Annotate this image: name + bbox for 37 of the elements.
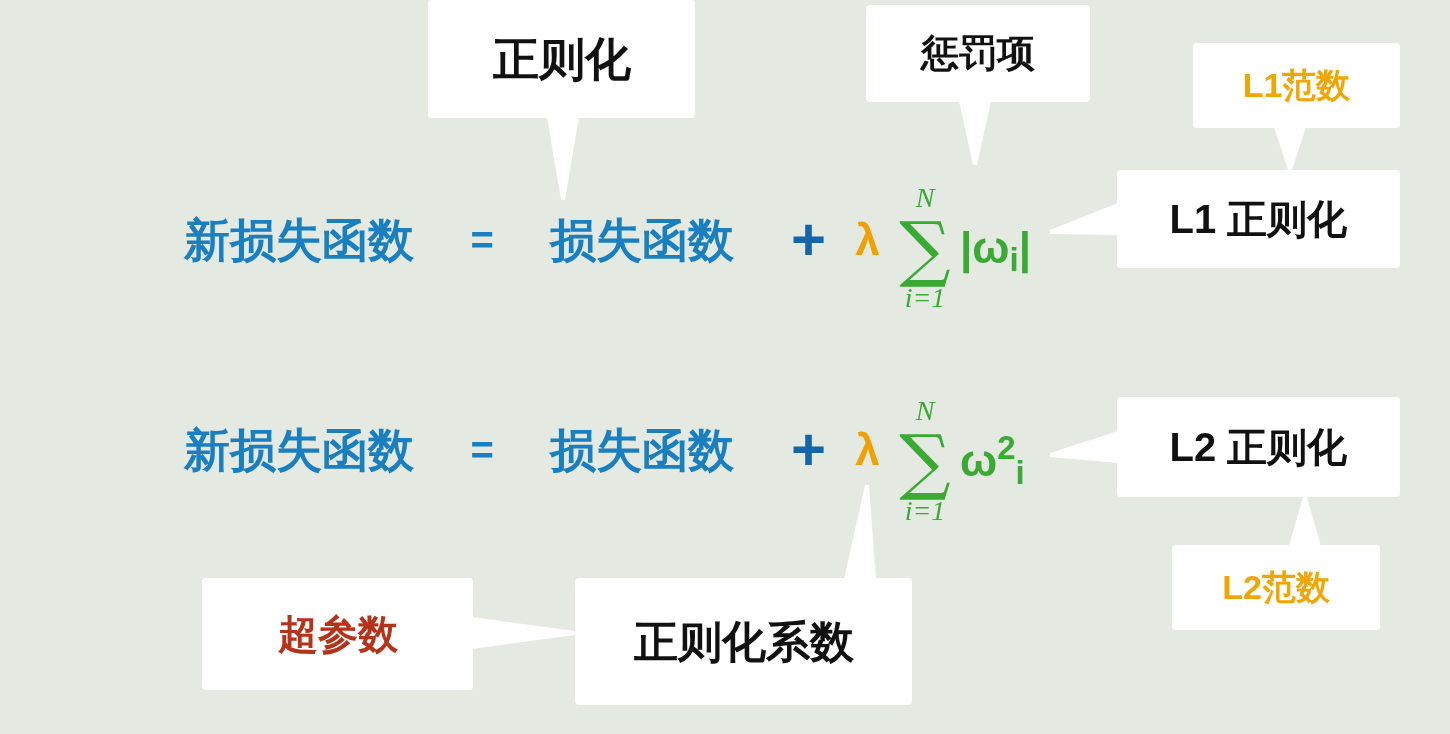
callout-text: 正则化 [492,31,631,87]
callout-box [1172,545,1380,630]
callout-pointer [1274,127,1306,170]
callout-text: L1范数 [1242,65,1351,106]
callout-box [1117,397,1400,497]
callout-text: L2范数 [1222,567,1330,608]
callout-box [1193,43,1400,128]
operator-symbol: = [470,427,494,474]
operator-symbol: + [790,420,826,480]
callout-pointer [959,101,991,165]
callout-box [202,578,473,690]
formula-term: 损失函数 [550,422,735,478]
callout-box [428,0,695,118]
callout-box [866,5,1090,102]
callout-box [575,578,912,705]
operator-symbol: = [470,217,494,264]
operator-symbol: + [790,210,826,270]
callout-text: 惩罚项 [921,31,1035,76]
formula-term: 新损失函数 [184,212,414,268]
formula-term: 损失函数 [550,212,735,268]
callout-text: L1 正则化 [1169,196,1348,243]
lambda-symbol: λ [845,415,890,485]
formula-term: 新损失函数 [184,422,414,478]
callout-pointer [1050,203,1118,235]
lambda-symbol: λ [845,205,890,275]
callout-text: 超参数 [277,611,398,658]
callout-pointer [547,117,579,200]
upper-limit: N [915,396,935,425]
callout-pointer [472,617,575,649]
upper-limit: N [915,183,935,212]
callout-pointer [1289,497,1321,546]
callout-pointer [844,485,876,579]
callout-box [1117,170,1400,268]
callout-pointer [1050,431,1118,463]
weight-term: |ω$_{i}$| [960,221,1031,280]
callout-text: 正则化系数 [633,615,854,668]
callout-text: L2 正则化 [1169,424,1348,471]
